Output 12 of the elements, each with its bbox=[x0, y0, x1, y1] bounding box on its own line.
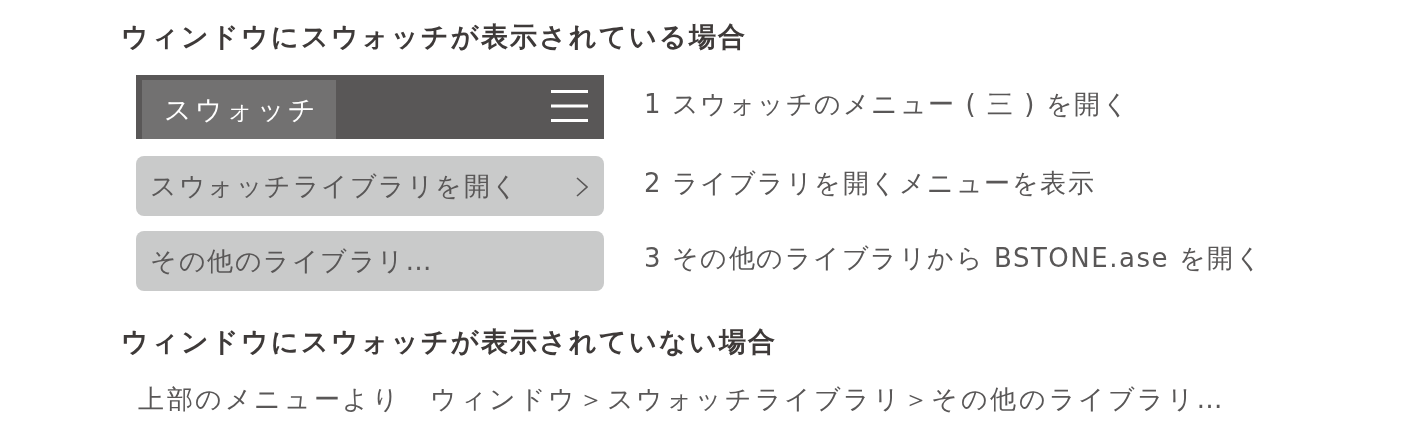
menu-item-label: スウォッチライブラリを開く bbox=[150, 169, 520, 203]
step-instruction: 3 その他のライブラリから BSTONE.ase を開く bbox=[644, 241, 1264, 275]
section-heading: ウィンドウにスウォッチが表示されている場合 bbox=[121, 20, 747, 54]
step-instruction: 2 ライブラリを開くメニューを表示 bbox=[644, 166, 1096, 200]
menu-item bbox=[136, 231, 604, 291]
menu-item bbox=[136, 156, 604, 216]
menu-item-label: その他のライブラリ… bbox=[150, 244, 433, 278]
section-heading: ウィンドウにスウォッチが表示されていない場合 bbox=[121, 325, 777, 359]
menu-path-instruction: 上部のメニューより ウィンドウ＞スウォッチライブラリ＞その他のライブラリ… bbox=[138, 383, 1226, 416]
panel-header-bar bbox=[136, 75, 604, 139]
panel-tab: スウォッチ bbox=[142, 80, 336, 139]
step-instruction: 1 スウォッチのメニュー ( 三 ) を開く bbox=[644, 87, 1131, 121]
